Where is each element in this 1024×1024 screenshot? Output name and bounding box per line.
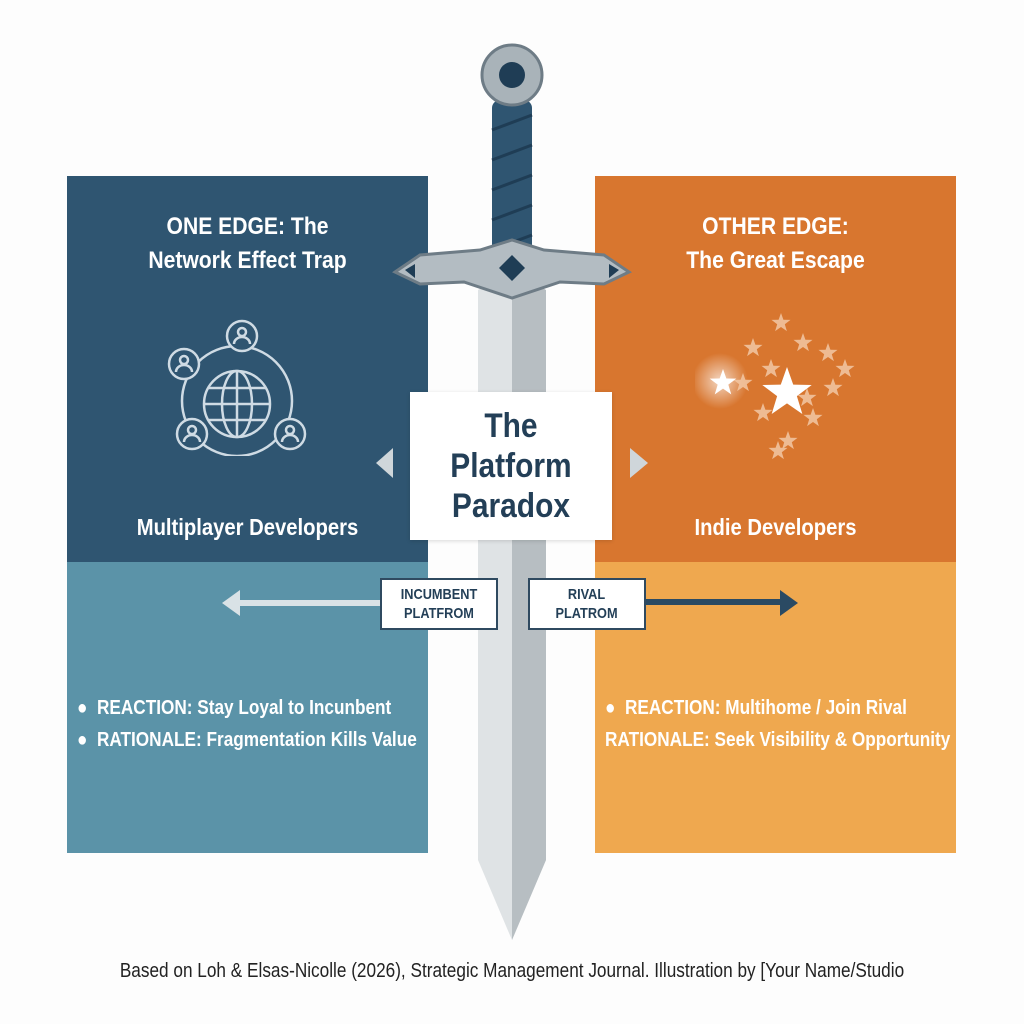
right-bullets: ● REACTION: Multihome / Join Rival RATIO… <box>605 692 950 756</box>
bullet-item: RATIONALE: Seek Visibility & Opportunity <box>605 729 951 751</box>
right-title: OTHER EDGE:The Great Escape <box>686 213 865 274</box>
bullet-item: ● RATIONALE: Fragmentation Kills Value <box>77 729 417 751</box>
network-globe-icon <box>167 319 307 456</box>
stars-burst-icon <box>695 313 855 460</box>
left-bottom-panel: ● REACTION: Stay Loyal to Incunbent ● RA… <box>67 562 428 853</box>
bullet-item: ● REACTION: Stay Loyal to Incunbent <box>77 697 392 719</box>
left-arrow-icon <box>222 590 380 616</box>
left-triangle-icon <box>376 448 393 478</box>
footer-credit: Based on Loh & Elsas-Nicolle (2026), Str… <box>119 960 905 982</box>
bullet-item: ● REACTION: Multihome / Join Rival <box>605 697 907 719</box>
right-triangle-icon <box>630 448 648 478</box>
right-subtitle: Indie Developers <box>694 514 857 540</box>
right-arrow-icon <box>780 590 798 616</box>
left-bullets: ● REACTION: Stay Loyal to Incunbent ● RA… <box>77 692 417 756</box>
right-bottom-panel: ● REACTION: Multihome / Join Rival RATIO… <box>595 562 956 853</box>
right-top-panel: OTHER EDGE:The Great Escape Indie Develo… <box>595 176 956 562</box>
left-subtitle: Multiplayer Developers <box>136 514 359 540</box>
